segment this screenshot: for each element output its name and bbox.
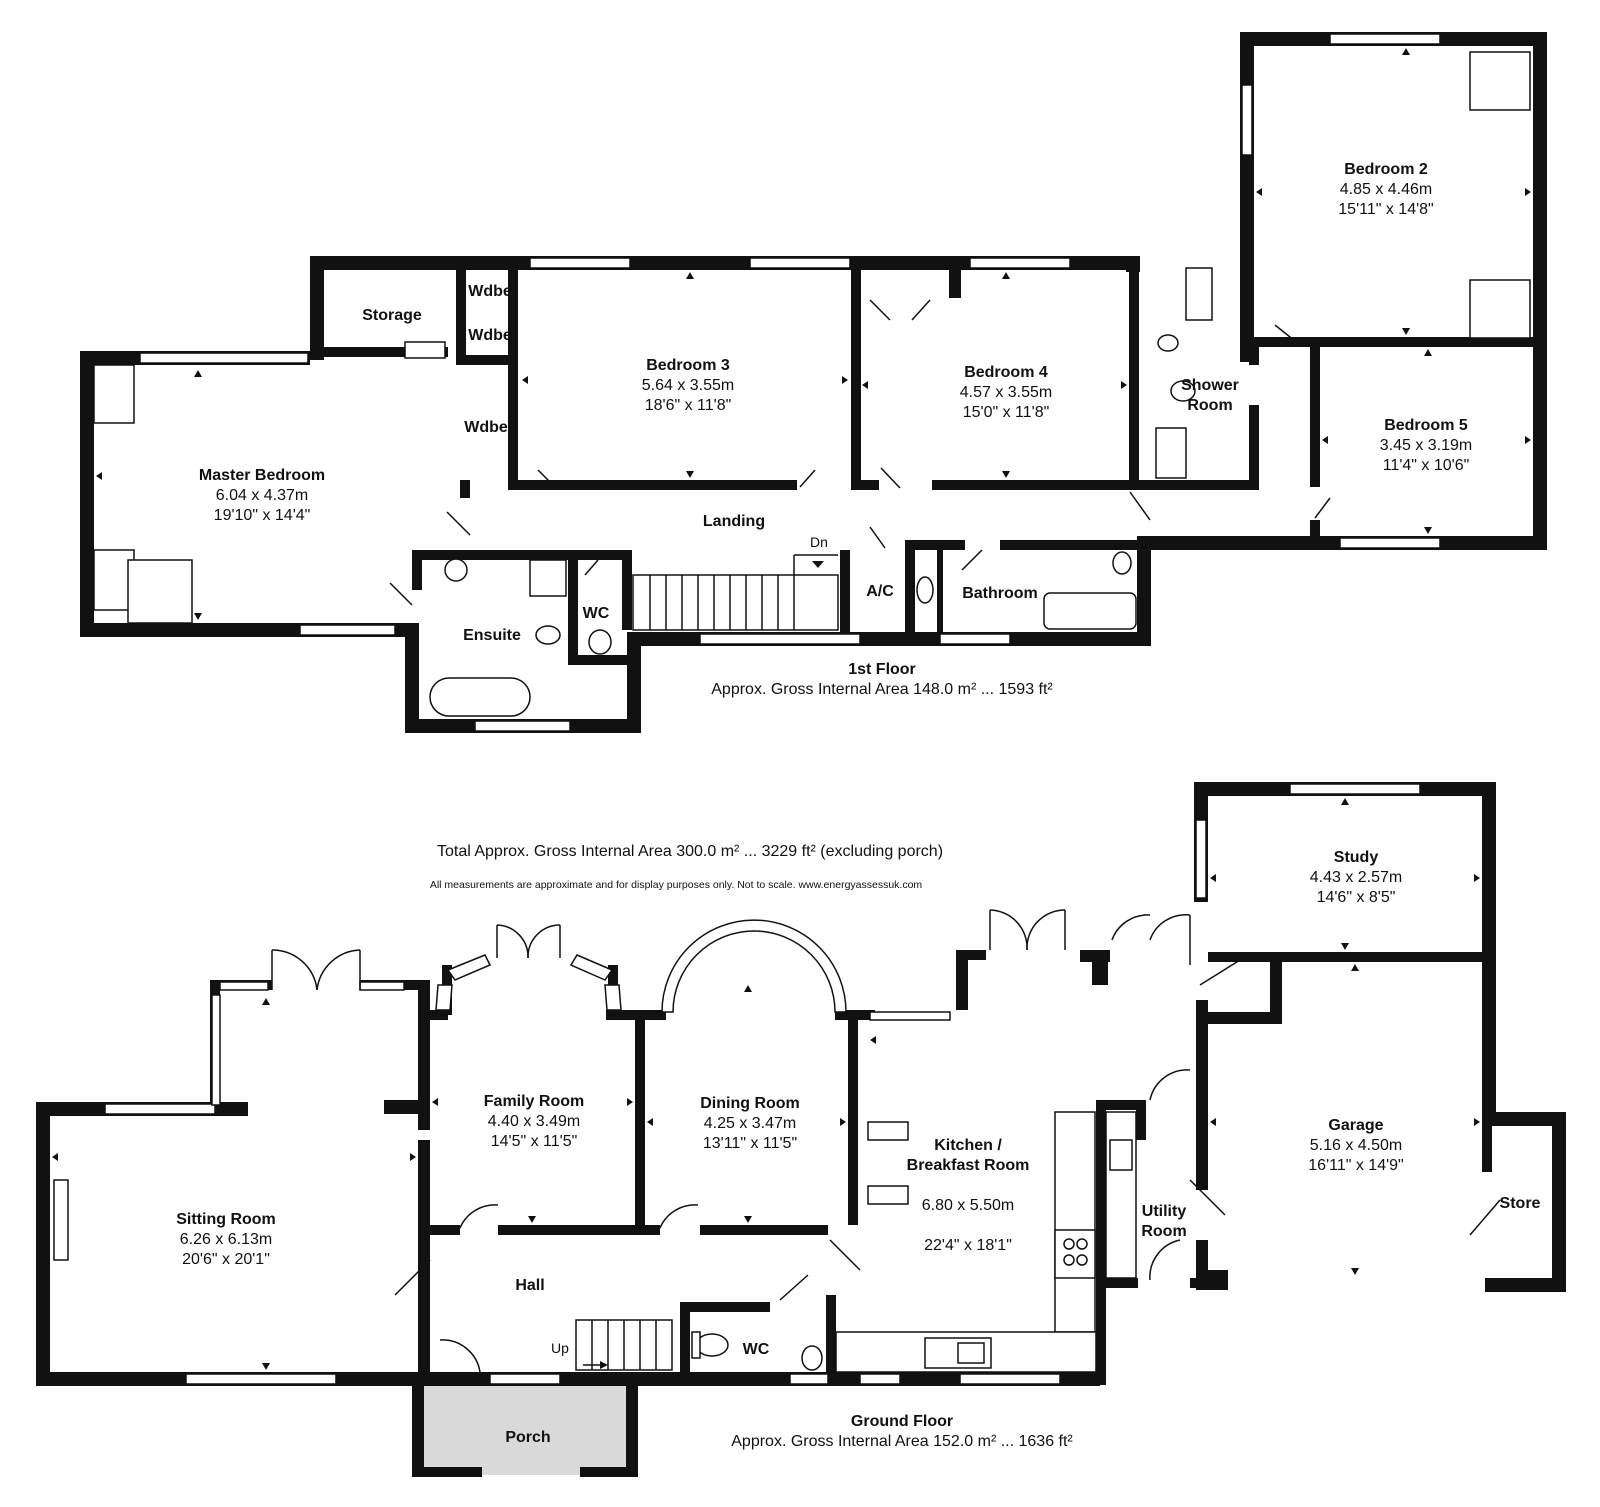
first-floor-windows xyxy=(93,33,1441,732)
room-store: Store xyxy=(1500,1194,1541,1214)
room-name: Porch xyxy=(505,1429,551,1446)
room-master-bedroom: Master Bedroom 6.04 x 4.37m 19'10" x 14'… xyxy=(199,466,325,526)
room-metric: 4.25 x 3.47m xyxy=(703,1115,797,1132)
room-metric: 6.80 x 5.50m xyxy=(921,1197,1015,1214)
room-name: Utility Room xyxy=(1141,1203,1187,1240)
room-name: Wdbe xyxy=(468,283,512,300)
room-imperial: 22'4" x 18'1" xyxy=(924,1237,1012,1254)
room-imperial: 20'6" x 20'1" xyxy=(182,1251,270,1268)
room-porch: Porch xyxy=(505,1428,550,1448)
room-imperial: 14'6" x 8'5" xyxy=(1316,889,1396,906)
room-airing-cupboard: A/C xyxy=(866,582,894,602)
room-bedroom-4: Bedroom 4 4.57 x 3.55m 15'0" x 11'8" xyxy=(960,363,1053,423)
ground-floor-title: Ground Floor xyxy=(850,1413,954,1430)
room-utility-room: Utility Room xyxy=(1141,1182,1186,1262)
room-shower-room: Shower Room xyxy=(1181,356,1239,436)
room-landing: Landing xyxy=(703,512,765,532)
room-name: Wdbe xyxy=(464,419,508,436)
room-name: Garage xyxy=(1328,1117,1384,1134)
room-dining-room: Dining Room 4.25 x 3.47m 13'11" x 11'5" xyxy=(700,1094,800,1154)
first-floor-title: 1st Floor xyxy=(848,661,916,678)
room-metric: 5.64 x 3.55m xyxy=(641,377,735,394)
first-floor-caption: 1st Floor Approx. Gross Internal Area 14… xyxy=(711,660,1053,700)
room-sitting-room: Sitting Room 6.26 x 6.13m 20'6" x 20'1" xyxy=(176,1210,276,1270)
ground-floor-doors xyxy=(271,909,1501,1373)
room-name: Sitting Room xyxy=(176,1211,276,1228)
room-metric: 5.16 x 4.50m xyxy=(1309,1137,1403,1154)
room-study: Study 4.43 x 2.57m 14'6" x 8'5" xyxy=(1310,848,1403,908)
room-name: Study xyxy=(1333,849,1379,866)
room-hall: Hall xyxy=(515,1276,544,1296)
room-imperial: 15'0" x 11'8" xyxy=(962,404,1050,421)
room-name: Family Room xyxy=(483,1093,585,1110)
disclaimer-note: All measurements are approximate and for… xyxy=(429,879,923,891)
room-wardrobe-1: Wdbe xyxy=(468,282,512,302)
room-metric: 4.40 x 3.49m xyxy=(487,1113,581,1130)
room-name: Bathroom xyxy=(962,585,1038,602)
room-wc-first-floor: WC xyxy=(583,604,610,624)
room-ensuite: Ensuite xyxy=(463,626,521,646)
room-kitchen-breakfast: Kitchen / Breakfast Room 6.80 x 5.50m 22… xyxy=(907,1116,1030,1276)
room-imperial: 14'5" x 11'5" xyxy=(490,1133,578,1150)
room-name: Bedroom 2 xyxy=(1344,161,1428,178)
room-metric: 3.45 x 3.19m xyxy=(1379,437,1473,454)
room-name: Bedroom 5 xyxy=(1384,417,1468,434)
room-name: WC xyxy=(582,605,610,622)
first-floor-fixtures xyxy=(127,51,1531,717)
total-area-note: Total Approx. Gross Internal Area 300.0 … xyxy=(436,843,944,860)
room-name: Hall xyxy=(515,1277,545,1294)
room-family-room: Family Room 4.40 x 3.49m 14'5" x 11'5" xyxy=(484,1092,584,1152)
room-imperial: 15'11" x 14'8" xyxy=(1338,201,1434,218)
room-imperial: 18'6" x 11'8" xyxy=(644,397,732,414)
room-storage: Storage xyxy=(362,306,422,326)
room-name: Master Bedroom xyxy=(198,467,326,484)
room-metric: 4.57 x 3.55m xyxy=(959,384,1053,401)
ground-floor-porch xyxy=(412,1385,638,1477)
room-bedroom-3: Bedroom 3 5.64 x 3.55m 18'6" x 11'8" xyxy=(642,356,735,416)
room-metric: 6.26 x 6.13m xyxy=(179,1231,273,1248)
ground-floor-dimension-arrows xyxy=(52,798,1480,1370)
room-name: Storage xyxy=(362,307,422,324)
stair-up-label: Up xyxy=(551,1340,569,1356)
room-imperial: 19'10" x 14'4" xyxy=(213,507,311,524)
room-name: Shower Room xyxy=(1181,377,1239,414)
first-floor-dimension-arrows xyxy=(96,48,1531,620)
room-bedroom-5: Bedroom 5 3.45 x 3.19m 11'4" x 10'6" xyxy=(1380,416,1473,476)
room-metric: 4.43 x 2.57m xyxy=(1309,869,1403,886)
room-imperial: 16'11" x 14'9" xyxy=(1308,1157,1404,1174)
room-name: Store xyxy=(1499,1195,1541,1212)
first-floor-area: Approx. Gross Internal Area 148.0 m² ...… xyxy=(711,681,1053,698)
room-bedroom-2: Bedroom 2 4.85 x 4.46m 15'11" x 14'8" xyxy=(1338,160,1433,220)
room-name: WC xyxy=(742,1341,770,1358)
ground-floor-caption: Ground Floor Approx. Gross Internal Area… xyxy=(731,1412,1073,1452)
room-metric: 6.04 x 4.37m xyxy=(215,487,309,504)
room-metric: 4.85 x 4.46m xyxy=(1339,181,1433,198)
room-name: Wdbe xyxy=(468,327,512,344)
ground-floor-windows xyxy=(53,783,1421,1385)
room-wc-ground-floor: WC xyxy=(743,1340,770,1360)
room-wardrobe-2: Wdbe xyxy=(468,326,512,346)
room-name: Landing xyxy=(702,513,766,530)
room-name: Dining Room xyxy=(700,1095,800,1112)
ground-floor-area: Approx. Gross Internal Area 152.0 m² ...… xyxy=(731,1433,1073,1450)
room-imperial: 13'11" x 11'5" xyxy=(702,1135,798,1152)
stair-down-label: Dn xyxy=(810,534,828,550)
room-name: A/C xyxy=(866,583,894,600)
room-name: Bedroom 3 xyxy=(646,357,730,374)
room-name: Ensuite xyxy=(463,627,521,644)
ground-floor-fixtures xyxy=(575,1111,1137,1373)
room-name: Kitchen / Breakfast Room xyxy=(906,1137,1030,1174)
first-floor-doors xyxy=(389,299,1331,606)
room-bathroom: Bathroom xyxy=(962,584,1038,604)
room-imperial: 11'4" x 10'6" xyxy=(1382,457,1470,474)
room-wardrobe-3: Wdbe xyxy=(464,418,508,438)
room-garage: Garage 5.16 x 4.50m 16'11" x 14'9" xyxy=(1308,1116,1403,1176)
room-name: Bedroom 4 xyxy=(964,364,1048,381)
